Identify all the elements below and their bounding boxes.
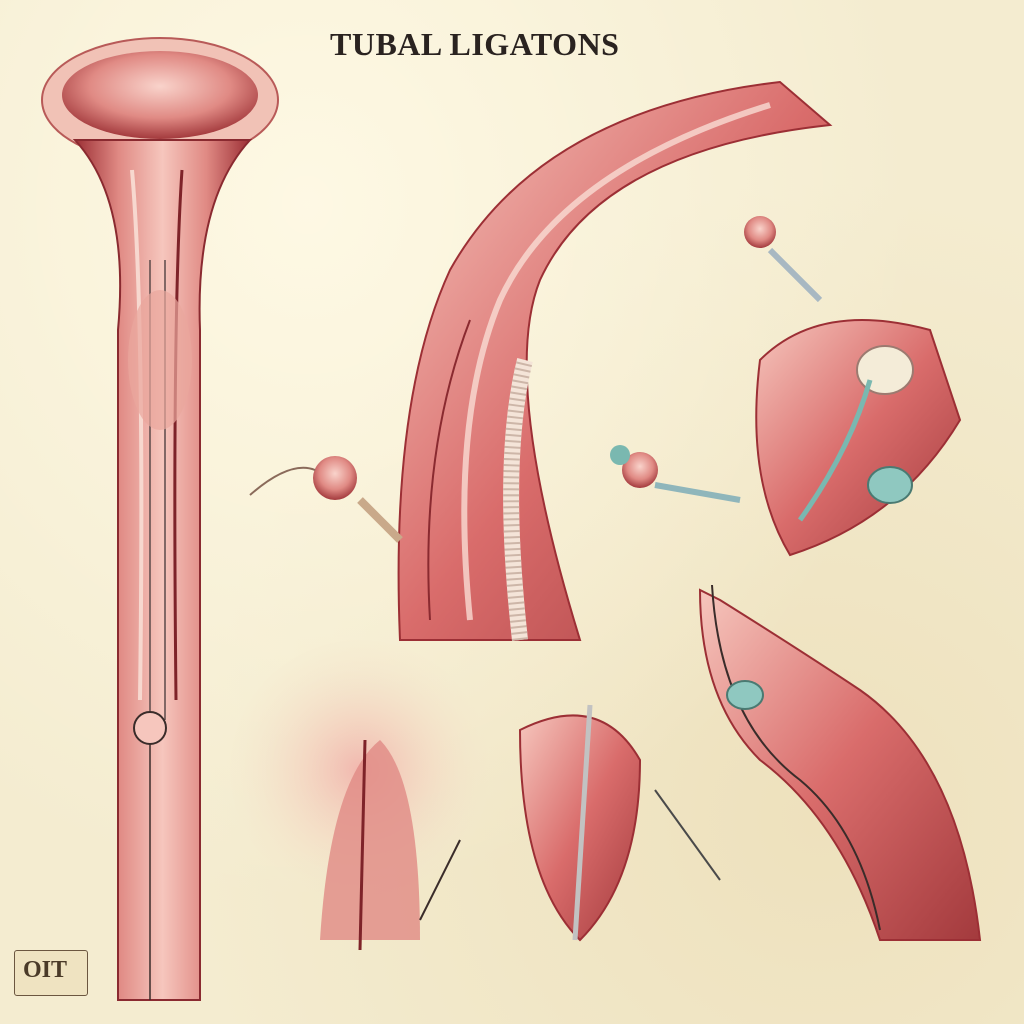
clip-organ-top-right [744,216,823,303]
bottom-left-section [230,640,490,951]
page-title: TUBAL LIGATONS [330,26,620,62]
logo-text: OIT [23,957,68,983]
bottom-center-section [518,704,721,942]
bottom-right-section [698,584,982,941]
logo-badge: OIT [14,950,88,996]
clip-organ-left [249,456,403,543]
right-cross-section [755,319,962,557]
left-tube-figure [41,37,279,1001]
center-arch-figure [397,80,833,641]
clip-organ-mid [610,445,741,503]
